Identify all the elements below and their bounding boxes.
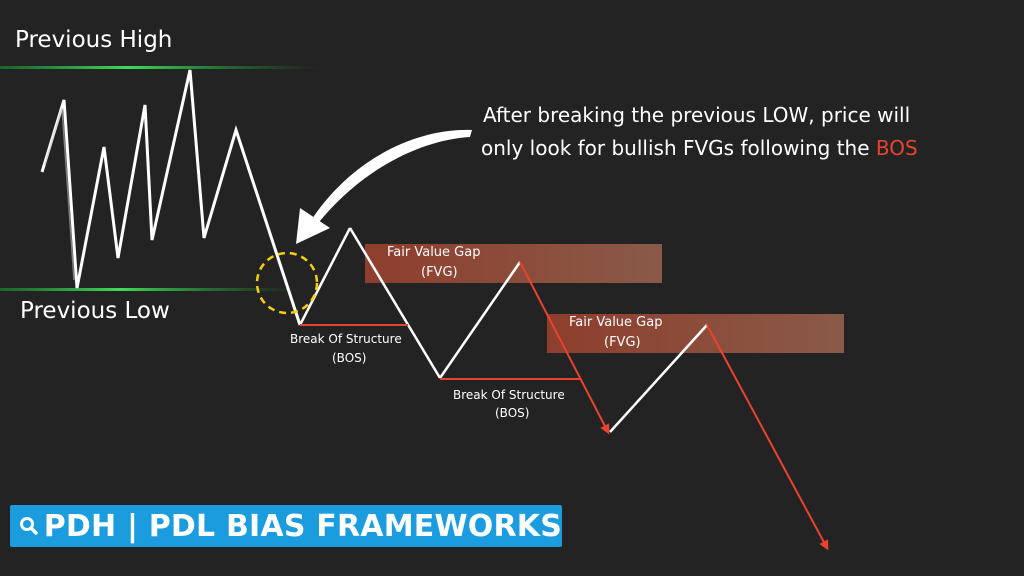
search-icon xyxy=(16,505,42,547)
bullish-leg-3 xyxy=(609,324,708,433)
bos-2-title: Break Of Structure xyxy=(453,388,565,402)
note-line-2-text: only look for bullish FVGs following the xyxy=(481,136,876,160)
bullish-leg-1 xyxy=(298,227,352,326)
title-banner: PDH | PDL BIAS FRAMEWORKS xyxy=(10,505,562,547)
bearish-leg-1 xyxy=(348,227,442,379)
bos-2-abbr: (BOS) xyxy=(495,406,529,420)
previous-low-line xyxy=(0,288,300,291)
fvg-2-title: Fair Value Gap xyxy=(569,315,662,330)
consolidation-price-path xyxy=(40,69,302,326)
fvg-1-title: Fair Value Gap xyxy=(387,245,480,260)
pointer-arrowhead xyxy=(296,208,330,244)
previous-low-label: Previous Low xyxy=(20,298,170,324)
bearish-leg-2-arrow xyxy=(519,261,610,435)
fvg-zone-2 xyxy=(547,314,844,353)
liquidity-sweep-circle xyxy=(255,251,319,315)
pointer-arrow-icon xyxy=(310,129,472,226)
note-bos-highlight: BOS xyxy=(876,136,918,160)
bullish-leg-2 xyxy=(438,261,522,379)
fvg-2-abbr: (FVG) xyxy=(604,335,641,350)
banner-title: PDH | PDL BIAS FRAMEWORKS xyxy=(43,508,562,544)
note-line-2: only look for bullish FVGs following the… xyxy=(481,136,918,160)
fvg-zone-1 xyxy=(365,244,662,283)
bos-1-abbr: (BOS) xyxy=(332,351,366,365)
fvg-1-abbr: (FVG) xyxy=(421,265,458,280)
previous-high-label: Previous High xyxy=(15,27,172,53)
previous-high-line xyxy=(0,66,320,69)
note-line-1: After breaking the previous LOW, price w… xyxy=(483,103,910,127)
bos-1-title: Break Of Structure xyxy=(290,332,402,346)
consolidation-shadow-path xyxy=(44,107,75,281)
bearish-leg-3-arrow xyxy=(706,324,829,551)
